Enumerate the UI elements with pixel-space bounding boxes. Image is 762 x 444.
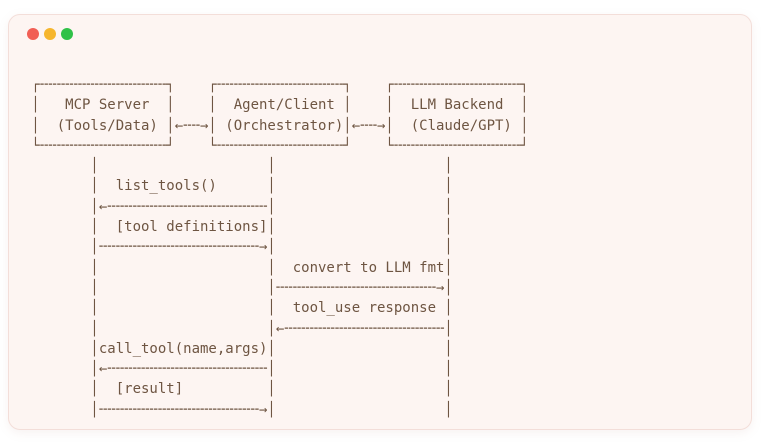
window-titlebar — [27, 28, 73, 40]
close-button[interactable] — [27, 28, 39, 40]
mcp-sequence-diagram: ┌╌╌╌╌╌╌╌╌╌╌╌╌╌╌╌┐ ┌╌╌╌╌╌╌╌╌╌╌╌╌╌╌╌┐ ┌╌╌╌… — [31, 77, 529, 418]
minimize-button[interactable] — [44, 28, 56, 40]
app-window: ┌╌╌╌╌╌╌╌╌╌╌╌╌╌╌╌┐ ┌╌╌╌╌╌╌╌╌╌╌╌╌╌╌╌┐ ┌╌╌╌… — [8, 14, 752, 430]
zoom-button[interactable] — [61, 28, 73, 40]
